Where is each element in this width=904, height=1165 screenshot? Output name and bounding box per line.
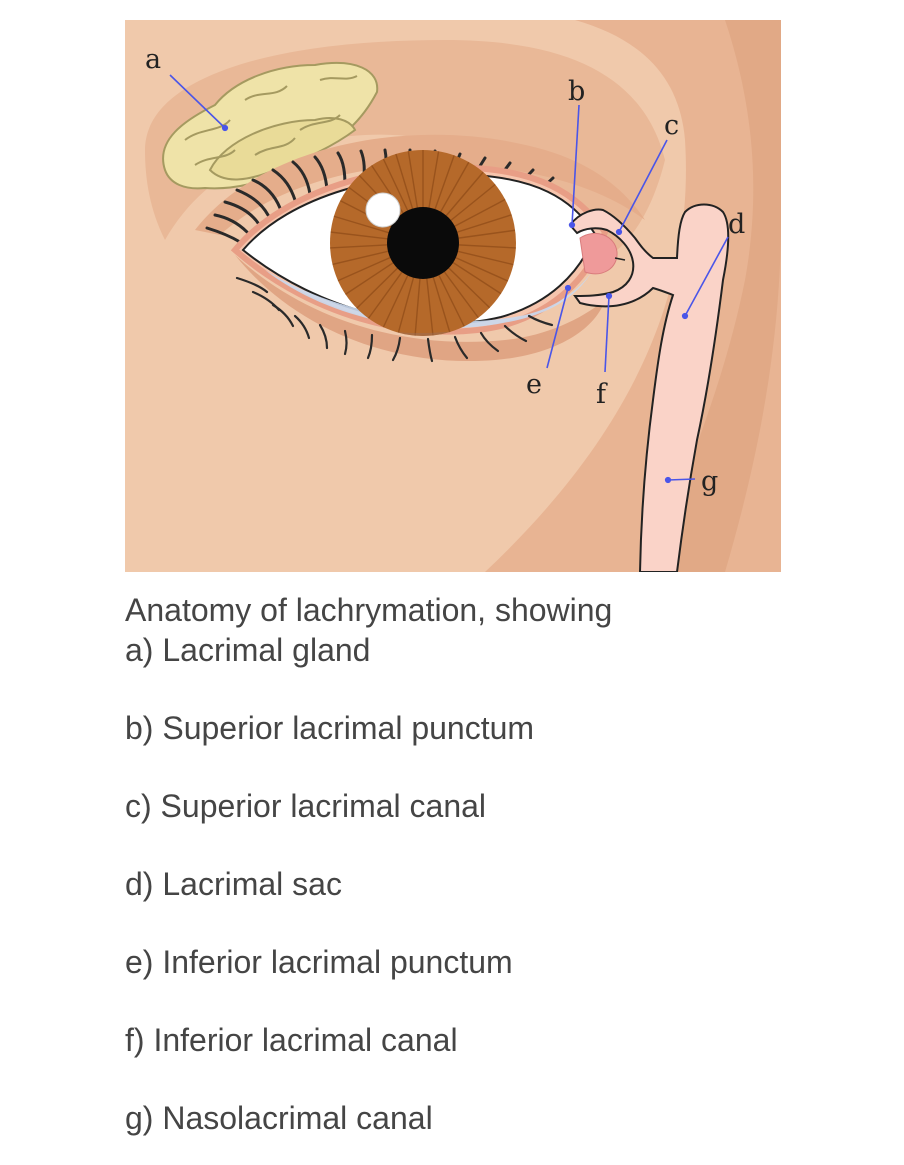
caption-item-b: b) Superior lacrimal punctum — [125, 710, 535, 746]
label-g: g — [701, 466, 718, 497]
label-b: b — [568, 76, 585, 107]
figure-caption: Anatomy of lachrymation, showing a) Lacr… — [125, 590, 865, 1138]
caption-item-e: e) Inferior lacrimal punctum — [125, 944, 513, 980]
label-f: f — [596, 379, 608, 410]
lacrimal-anatomy-diagram: a b c d e f g — [125, 20, 781, 572]
lacrimal-gland — [162, 62, 379, 190]
lacrimal-caruncle — [579, 233, 618, 275]
lower-eyelashes — [235, 276, 554, 363]
caption-item-a: a) Lacrimal gland — [125, 632, 371, 668]
label-pointers — [169, 74, 729, 484]
caption-intro: Anatomy of lachrymation, showing — [125, 592, 613, 628]
upper-eyelid-fold — [195, 134, 645, 235]
label-c: c — [664, 110, 679, 141]
pupil — [387, 207, 459, 279]
caption-item-g: g) Nasolacrimal canal — [125, 1100, 433, 1136]
caption-item-d: d) Lacrimal sac — [125, 866, 342, 902]
label-a: a — [145, 44, 161, 75]
eye-highlight — [365, 192, 401, 228]
caption-item-c: c) Superior lacrimal canal — [125, 788, 487, 824]
label-e: e — [526, 369, 542, 400]
caption-item-f: f) Inferior lacrimal canal — [125, 1022, 458, 1058]
label-d: d — [728, 209, 745, 240]
